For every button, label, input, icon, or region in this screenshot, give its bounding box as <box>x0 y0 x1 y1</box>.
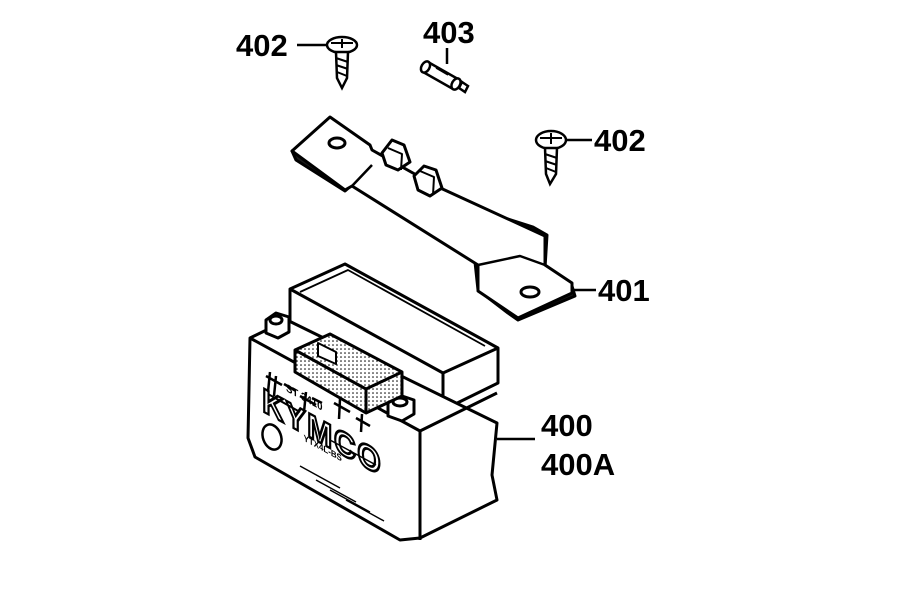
callout-401: 401 <box>598 273 650 308</box>
callout-403: 403 <box>423 15 475 50</box>
battery-badge-icon <box>261 423 283 451</box>
battery-warning-marks <box>265 371 371 433</box>
fuse-icon <box>419 60 470 94</box>
callout-400: 400 <box>541 408 593 443</box>
screw-icon <box>534 129 568 187</box>
battery-icon <box>246 262 500 542</box>
callout-400a: 400A <box>541 447 616 482</box>
bracket-icon <box>290 115 577 322</box>
callout-402-top: 402 <box>236 28 288 63</box>
battery-fine-print <box>299 439 385 522</box>
screw-icon <box>325 35 359 91</box>
callout-402-right: 402 <box>594 123 646 158</box>
